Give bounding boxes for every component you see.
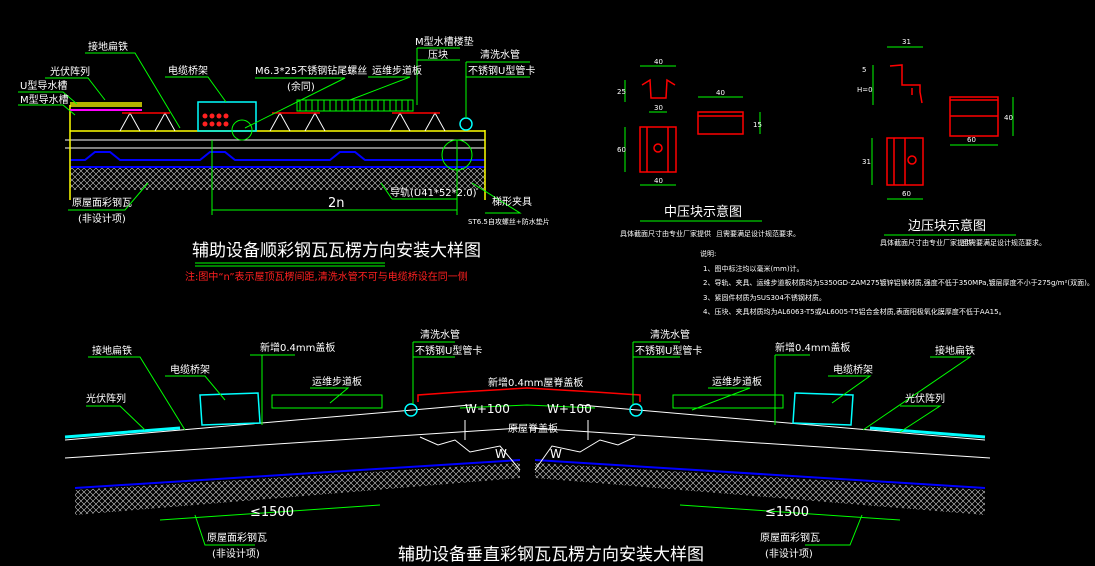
roof-sheet-outline [65,139,486,149]
walkway-board [296,99,414,112]
dim: 60 [617,146,626,154]
label-w-plus: W+100 [465,402,510,416]
note-item: 2、导轨、夹具、运维步道板材质均为S350GD-ZAM275镀锌铝镁材质,强度不… [703,278,1094,287]
label-pv-array: 光伏阵列 [50,65,90,78]
label-u-gutter: U型导水槽 [20,79,67,92]
label-pv-array: 光伏阵列 [905,392,945,405]
label-not-design: (非设计项) [78,212,126,225]
edge-block-note: 具体截面尺寸由专业厂家提供 [880,238,971,247]
notes-heading: 说明: [700,249,716,258]
label-cable-tray: 电缆桥架 [170,363,210,376]
edge-block-title: 边压块示意图 [908,218,986,234]
label-new-ridge-cover: 新增0.4mm屋脊盖板 [488,376,583,389]
dim: 40 [654,177,663,185]
label-rail: 导轨(U41*52*2.0) [390,186,477,199]
label-w: W [550,447,562,461]
label-grounding-flat-steel: 接地扁铁 [92,344,132,357]
label-roof-sheet: 原屋面彩钢瓦 [207,531,267,544]
label-m-gutter-pad: M型水槽楼垫 [415,35,474,48]
mid-block-note: 且需要满足设计规范要求。 [716,229,800,238]
pv-panel [70,102,142,107]
label-screw: M6.3*25不锈钢钻尾螺丝 [255,64,367,77]
bottom-detail: 接地扁铁 电缆桥架 新增0.4mm盖板 清洗水管 不锈钢U型管卡 运维步道板 光… [64,328,991,565]
label-not-design: (非设计项) [765,547,813,560]
mid-block-title: 中压块示意图 [664,204,742,220]
label-new-cover: 新增0.4mm盖板 [260,341,335,354]
label-u-clamp: 不锈钢U型管卡 [415,344,482,357]
dim: 5 [862,66,866,74]
dim: H=0 [857,86,873,94]
dim: 60 [902,190,911,198]
label-walkway: 运维步道板 [312,375,362,388]
label-span: 2n [328,196,345,211]
label-self-tap: ST6.5自攻螺丝+防水垫片 [468,217,550,226]
mid-block-note: 具体截面尺寸由专业厂家提供 [620,229,711,238]
label-roof-sheet: 原屋面彩钢瓦 [760,531,820,544]
note-item: 3、紧固件材质为SUS304不锈钢材质。 [703,293,826,302]
cables [202,113,229,127]
label-cable-tray: 电缆桥架 [168,64,208,77]
dim: 30 [654,104,663,112]
label-walkway: 运维步道板 [372,64,422,77]
label-press-block: 压块 [428,49,448,61]
label-orig-ridge: 原屋脊盖板 [508,422,558,435]
dim: 40 [1004,114,1013,122]
label-pv-array: 光伏阵列 [86,392,126,405]
label-u-clamp: 不锈钢U型管卡 [468,64,535,77]
general-notes: 说明: 1、图中标注均以毫米(mm)计。 2、导轨、夹具、运维步道板材质均为S3… [700,249,1094,316]
mid-block-diagram: 40 25 30 60 40 40 15 中压块示意图 具体截面尺寸由专业厂家提… [617,58,800,238]
label-u-clamp: 不锈钢U型管卡 [635,344,702,357]
note-item: 4、压块、夹具材质均为AL6063-T5或AL6005-T5铝合金材质,表面阳极… [703,307,1006,316]
top-detail: 接地扁铁 光伏阵列 U型导水槽 M型导水槽 电缆桥架 M6.3*25不锈钢钻尾螺… [18,35,550,283]
label-grounding-flat-steel: 接地扁铁 [88,40,128,53]
dim: 15 [753,121,762,129]
dim: 60 [967,136,976,144]
top-detail-title: 辅助设备顺彩钢瓦瓦楞方向安装大样图 [192,241,481,261]
label-grounding-flat-steel: 接地扁铁 [935,344,975,357]
label-new-cover: 新增0.4mm盖板 [775,341,850,354]
label-walkway: 运维步道板 [712,375,762,388]
label-cable-tray: 电缆桥架 [833,363,873,376]
wash-pipe [459,117,473,131]
label-w: W [495,447,507,461]
edge-block-diagram: 31 5 H=0 31 60 60 40 边压块示意图 具体截面尺寸由专业厂家提… [857,38,1046,247]
label-screw-note: (余同) [287,80,315,93]
m-gutters [119,111,446,132]
top-detail-note: 注:图中“n”表示屋顶瓦楞间距,清洗水管不可与电缆桥设在同一侧 [185,270,468,283]
label-wash-pipe: 清洗水管 [480,48,520,61]
label-spacing: ≤1500 [765,505,809,520]
label-wash-pipe: 清洗水管 [420,328,460,341]
label-roof-sheet: 原屋面彩钢瓦 [72,196,132,209]
label-w-plus: W+100 [547,402,592,416]
label-m-gutter: M型导水槽 [20,93,69,106]
label-wash-pipe: 清洗水管 [650,328,690,341]
dim: 40 [654,58,663,66]
dim: 40 [716,89,725,97]
dim: 31 [902,38,911,46]
cable-tray [197,101,257,132]
dim: 31 [862,158,871,166]
edge-block-note: 且需要满足设计规范要求。 [962,238,1046,247]
screw-detail-circle [231,119,253,141]
bottom-detail-title: 辅助设备垂直彩钢瓦瓦楞方向安装大样图 [398,545,704,565]
roof-corrugation [70,151,485,161]
dim: 25 [617,88,626,96]
label-not-design: (非设计项) [212,547,260,560]
label-clamp: 梯形夹具 [492,195,532,208]
roof-hatch [70,168,485,190]
label-spacing: ≤1500 [250,505,294,520]
note-item: 1、图中标注均以毫米(mm)计。 [703,264,804,273]
